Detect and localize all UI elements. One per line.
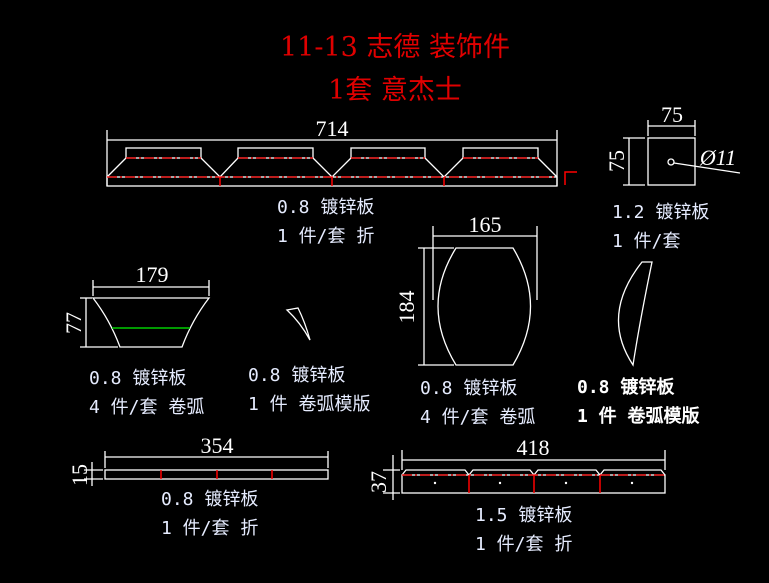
- note-qty: 1 件/套 折: [277, 226, 374, 247]
- note-qty: 1 件 卷弧模版: [577, 405, 700, 427]
- note-material: 0.8 镀锌板: [420, 378, 517, 399]
- dim-75-width: 75: [661, 102, 683, 127]
- note-material: 0.8 镀锌板: [577, 376, 675, 398]
- note-qty: 1 件/套: [612, 231, 681, 252]
- note-material: 0.8 镀锌板: [161, 489, 258, 510]
- arc-template: [617, 261, 653, 367]
- title-line1: 11-13 志德 装饰件: [280, 32, 510, 63]
- bowl-panel: 179 77: [61, 262, 211, 348]
- note-qty: 1 件 卷弧模版: [248, 394, 371, 415]
- note-qty: 4 件/套 卷弧: [89, 397, 204, 418]
- dim-354: 354: [201, 433, 234, 458]
- dim-184: 184: [394, 291, 419, 324]
- square-plate: 75 75 Ø11: [604, 102, 741, 186]
- dim-714: 714: [316, 116, 349, 141]
- dim-15: 15: [67, 464, 92, 486]
- note-material: 0.8 镀锌板: [89, 368, 186, 389]
- note-material: 1.5 镀锌板: [475, 505, 572, 526]
- note-qty: 1 件/套 折: [161, 518, 258, 539]
- barrel-panel: 165 184: [394, 212, 538, 366]
- dim-hole-diameter: Ø11: [699, 145, 736, 170]
- dim-75-height: 75: [604, 150, 629, 172]
- long-folded-panel: 714: [106, 116, 577, 187]
- title-line2: 1套 意杰士: [328, 75, 462, 106]
- small-template: [285, 307, 311, 341]
- note-material: 0.8 镀锌板: [248, 365, 345, 386]
- dim-179: 179: [136, 262, 169, 287]
- note-material: 0.8 镀锌板: [277, 197, 374, 218]
- strip-418: 418 37: [366, 435, 666, 500]
- dim-37: 37: [366, 471, 391, 493]
- dim-77: 77: [61, 312, 86, 334]
- note-material: 1.2 镀锌板: [612, 202, 709, 223]
- note-qty: 4 件/套 卷弧: [420, 407, 535, 428]
- dim-165: 165: [469, 212, 502, 237]
- note-qty: 1 件/套 折: [475, 534, 572, 555]
- fold-mark: [564, 171, 577, 185]
- dim-418: 418: [517, 435, 550, 460]
- strip-354: 354 15: [67, 433, 329, 486]
